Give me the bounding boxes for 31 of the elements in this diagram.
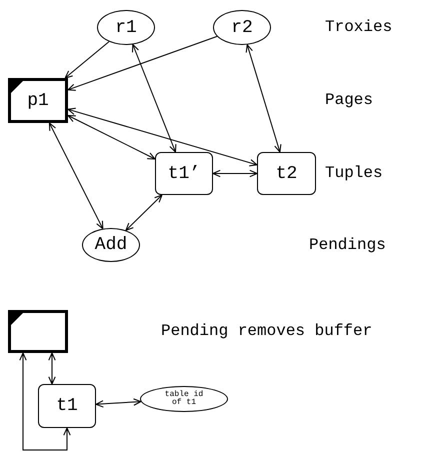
arrow: [125, 194, 163, 231]
row-label: Troxies: [325, 18, 392, 36]
arrow: [95, 398, 142, 408]
node-text: t1: [56, 397, 78, 415]
node-text: r1: [115, 18, 137, 36]
page-box: [8, 310, 68, 353]
arrow: [19, 352, 71, 450]
node-text: t2: [276, 164, 298, 182]
arrow: [64, 41, 110, 79]
ellipse-node: [213, 10, 271, 45]
arrow: [48, 122, 104, 230]
arrow: [48, 352, 56, 385]
arrow: [67, 108, 258, 166]
row-label: Pendings: [309, 236, 386, 254]
row-label: Pages: [325, 91, 374, 109]
node-text: r2: [231, 18, 253, 36]
arrow: [67, 114, 156, 160]
rounded-box: [257, 152, 316, 195]
node-text: table id of t1: [164, 391, 204, 407]
node-text: p1: [27, 92, 49, 110]
row-label: Tuples: [325, 164, 383, 182]
arrow: [246, 44, 282, 153]
rounded-box: [38, 384, 96, 428]
node-text: t1’: [168, 164, 200, 182]
arrow: [212, 170, 258, 178]
page-box: [8, 78, 68, 123]
arrow: [67, 36, 218, 91]
rounded-box: [155, 152, 213, 195]
arrow: [132, 44, 176, 153]
row-label: Pending removes buffer: [161, 322, 372, 340]
node-text: Add: [94, 236, 128, 254]
